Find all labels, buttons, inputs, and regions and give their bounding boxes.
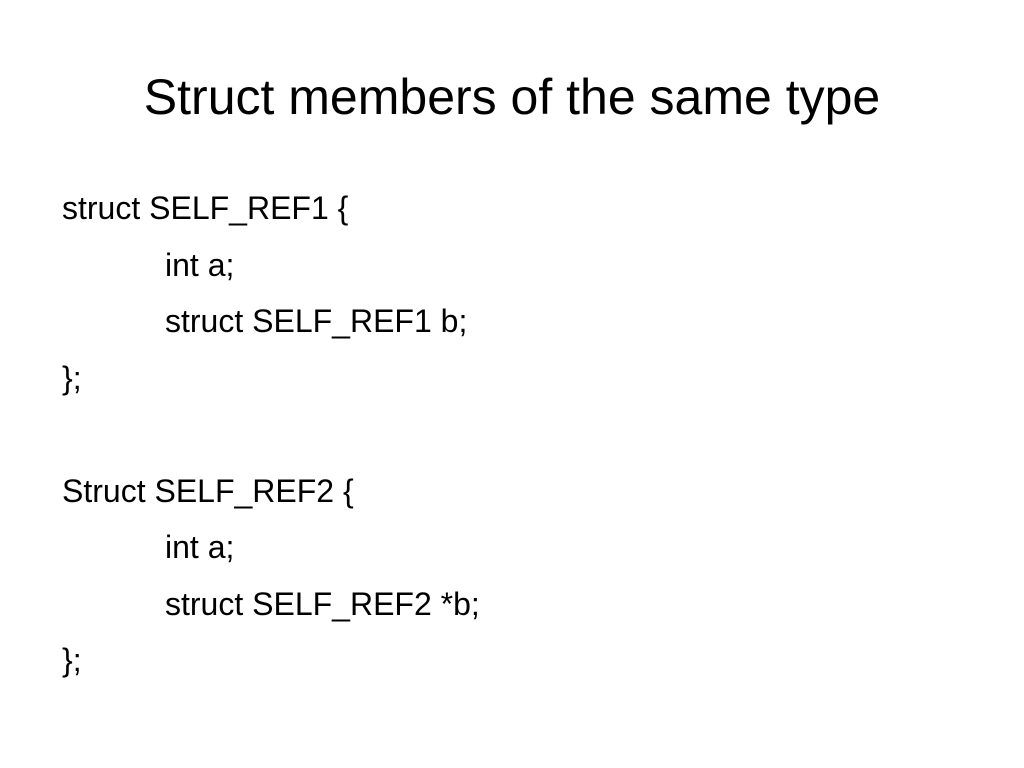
code-line-blank xyxy=(62,406,962,463)
code-line-struct-self-ref1-b: struct SELF_REF1 b; xyxy=(165,303,468,339)
code-line-close-2: }; xyxy=(62,642,82,678)
code-block: struct SELF_REF1 { int a; struct SELF_RE… xyxy=(62,180,962,689)
code-line-int-a-1: int a; xyxy=(165,246,235,283)
code-line-struct-self-ref1-open: struct SELF_REF1 { xyxy=(62,190,349,226)
slide-title: Struct members of the same type xyxy=(143,69,881,125)
code-line-close-1: }; xyxy=(62,359,82,396)
code-line-struct-self-ref2-pointer-b: struct SELF_REF2 *b; xyxy=(165,585,480,622)
code-line-int-a-2: int a; xyxy=(165,529,235,565)
code-line-struct-self-ref2-open: Struct SELF_REF2 { xyxy=(62,472,354,509)
